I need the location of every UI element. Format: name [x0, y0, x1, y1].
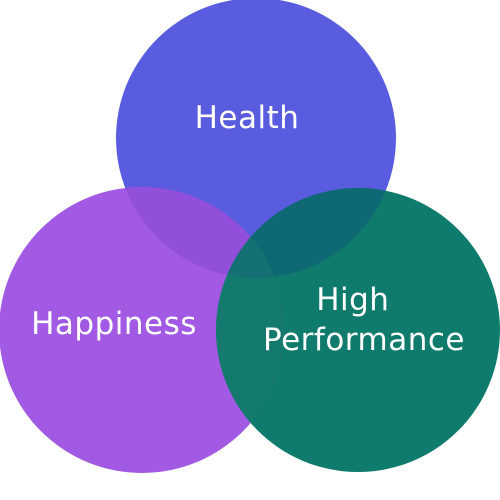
health-label: Health — [195, 100, 300, 136]
health-happiness-overlap — [116, 187, 285, 278]
happiness-label: Happiness — [31, 306, 197, 342]
health-performance-overlap — [216, 188, 396, 278]
high-performance-label-line-2: Performance — [263, 322, 465, 358]
high-performance-label: High Performance — [263, 282, 465, 358]
high-performance-label-line-1: High — [316, 282, 389, 318]
